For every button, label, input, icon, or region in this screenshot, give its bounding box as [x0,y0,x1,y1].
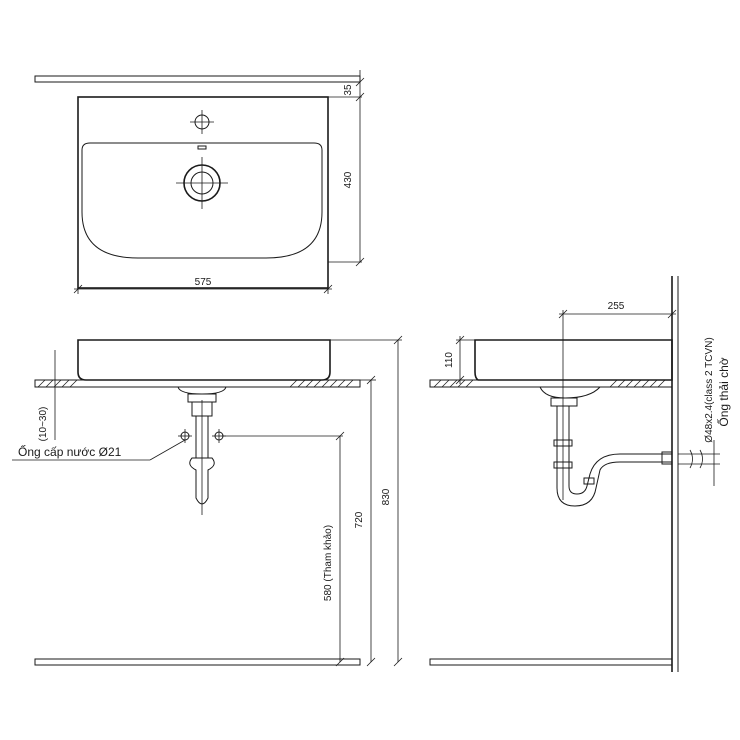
front-countertop-hatch-right [289,379,354,388]
top-bowl-outline [81,142,323,259]
dim-side-offset: 255 [608,301,625,312]
top-view: 35 430 575 [34,70,365,294]
dim-basin-width: 575 [195,277,212,288]
dim-rim-height: 720 [354,511,365,528]
front-view: Ống cấp nước Ø21 (10~30) 580 (Tham khảo)… [12,335,403,667]
front-countertop [34,379,361,388]
top-basin-outline [77,96,329,289]
dim-basin-depth: 430 [343,171,354,188]
dim-supply-height: 580 (Tham khảo) [323,525,334,601]
side-floor [429,658,673,666]
side-view: 255 110 Ø48x2.4(class 2 TCVN) Ống thải c… [429,276,731,672]
side-p-trap [556,461,672,507]
top-wall-strip [34,75,361,83]
drain-spec-label: Ø48x2.4(class 2 TCVN) [704,337,715,442]
dim-install-gap: (10~30) [38,407,49,442]
front-basin-body [77,339,331,381]
front-countertop-hatch-left [37,379,78,388]
dim-basin-height: 110 [444,352,455,368]
drain-pipe-label: Ống thải chờ [716,357,731,426]
side-basin-body [474,339,673,381]
front-floor [34,658,361,666]
dim-top-offset: 35 [343,84,354,96]
side-countertop-hatch [433,379,666,388]
dim-total-height: 830 [381,488,392,505]
side-countertop [429,379,673,388]
water-supply-label: Ống cấp nước Ø21 [18,444,122,459]
